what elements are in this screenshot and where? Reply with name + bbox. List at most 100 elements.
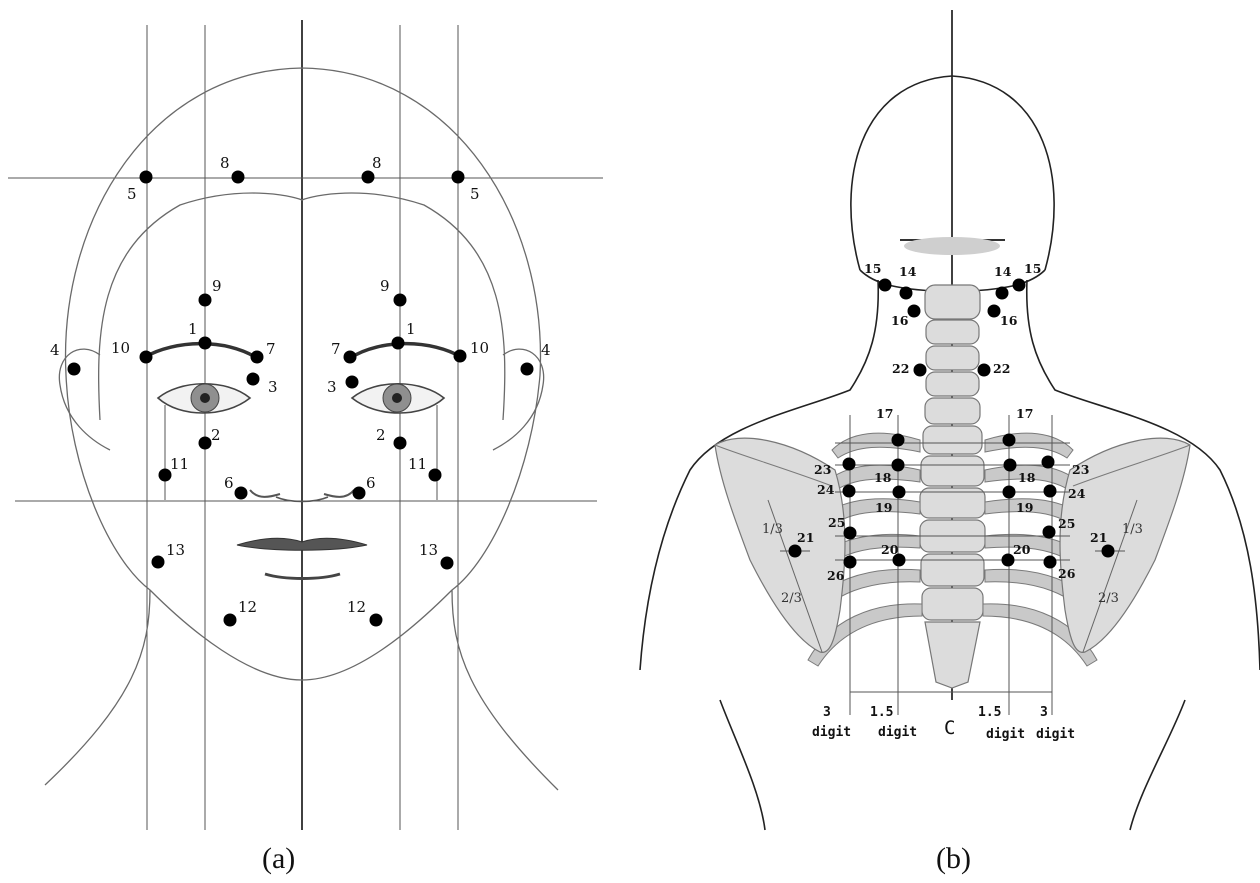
point-3-right: 3 [327,376,359,397]
svg-text:digit: digit [812,725,851,740]
svg-text:15: 15 [864,261,881,276]
point-5-right: 5 [452,171,480,204]
svg-text:C: C [944,717,955,739]
svg-text:16: 16 [891,313,909,328]
svg-text:3: 3 [1040,705,1048,720]
svg-text:9: 9 [380,277,390,295]
point-3-left: 3 [247,373,278,397]
point-8-left: 8 [220,154,245,184]
svg-text:22: 22 [892,361,909,376]
svg-text:11: 11 [408,455,427,473]
point-22-left: 22 [892,361,927,377]
point-2-right: 2 [376,426,407,450]
svg-text:2: 2 [376,426,386,444]
svg-text:11: 11 [170,455,189,473]
svg-text:digit: digit [878,725,917,740]
panel-b-back: 1/3 2/3 1/3 2/3 14 14 15 15 16 1 [640,10,1260,875]
point-6-right: 6 [353,474,376,500]
panel-a-face: 1 1 2 2 3 3 4 4 5 5 6 6 7 7 8 8 9 9 10 1… [8,20,603,875]
caption-a: (a) [262,842,295,875]
point-11-right: 11 [408,455,442,482]
svg-text:8: 8 [372,154,382,172]
point-10-right: 10 [454,339,490,363]
svg-text:24: 24 [1068,486,1086,501]
svg-text:13: 13 [166,541,185,559]
fraction-right-lower: 2/3 [1098,591,1119,606]
point-4-right: 4 [521,341,551,376]
svg-text:17: 17 [1016,406,1033,421]
point-13-left: 13 [152,541,186,569]
svg-text:21: 21 [797,530,814,545]
svg-text:14: 14 [899,264,917,279]
svg-text:19: 19 [875,500,892,515]
point-9-left: 9 [199,277,222,307]
eyes [158,384,444,413]
eyebrows [145,344,461,358]
fraction-right-upper: 1/3 [1122,522,1143,537]
face-points: 1 1 2 2 3 3 4 4 5 5 6 6 7 7 8 8 9 9 10 1… [50,154,551,627]
svg-text:2: 2 [211,426,221,444]
point-6-left: 6 [224,474,248,500]
svg-text:4: 4 [541,341,551,359]
point-12-right: 12 [347,598,383,627]
svg-text:6: 6 [224,474,234,492]
svg-text:17: 17 [876,406,893,421]
svg-text:22: 22 [993,361,1010,376]
svg-text:20: 20 [1013,542,1031,557]
svg-text:9: 9 [212,277,222,295]
svg-text:1.5: 1.5 [870,705,893,720]
point-16-left: 16 [891,305,921,329]
fraction-left-lower: 2/3 [781,591,802,606]
svg-text:5: 5 [127,185,137,203]
svg-text:19: 19 [1016,500,1033,515]
point-16-right: 16 [988,305,1018,329]
svg-text:23: 23 [814,462,831,477]
caption-b: (b) [936,842,971,875]
svg-text:3: 3 [327,378,337,396]
svg-text:10: 10 [470,339,489,357]
svg-text:3: 3 [268,378,278,396]
svg-text:4: 4 [50,341,60,359]
point-22-right: 22 [978,361,1011,377]
svg-text:14: 14 [994,264,1012,279]
svg-text:21: 21 [1090,530,1107,545]
svg-text:1: 1 [406,320,416,338]
svg-text:16: 16 [1000,313,1018,328]
svg-text:18: 18 [1018,470,1036,485]
fraction-left-upper: 1/3 [762,522,783,537]
point-14-right: 14 [994,264,1012,300]
svg-text:5: 5 [470,185,480,203]
svg-text:8: 8 [220,154,230,172]
svg-text:13: 13 [419,541,438,559]
point-7-left: 7 [251,340,276,364]
svg-text:24: 24 [817,482,835,497]
svg-text:25: 25 [1058,516,1075,531]
point-7-right: 7 [331,340,357,364]
svg-text:1.5: 1.5 [978,705,1001,720]
measure-labels: 3 digit 1.5 digit C 1.5 digit 3 digit [812,705,1075,742]
point-8-right: 8 [362,154,382,184]
point-10-left: 10 [111,339,153,364]
point-13-right: 13 [419,541,454,570]
point-12-left: 12 [224,598,258,627]
point-5-left: 5 [127,171,153,204]
svg-text:3: 3 [823,705,831,720]
svg-text:7: 7 [331,340,341,358]
svg-text:digit: digit [1036,727,1075,742]
svg-text:25: 25 [828,515,845,530]
svg-text:23: 23 [1072,462,1089,477]
point-9-right: 9 [380,277,407,307]
svg-text:7: 7 [266,340,276,358]
svg-text:12: 12 [347,598,366,616]
svg-text:20: 20 [881,542,899,557]
svg-text:12: 12 [238,598,257,616]
point-11-left: 11 [159,455,190,482]
point-14-left: 14 [899,264,917,300]
svg-text:26: 26 [1058,566,1076,581]
svg-text:18: 18 [874,470,892,485]
svg-text:26: 26 [827,568,845,583]
svg-text:digit: digit [986,727,1025,742]
svg-text:15: 15 [1024,261,1041,276]
svg-text:1: 1 [188,320,198,338]
